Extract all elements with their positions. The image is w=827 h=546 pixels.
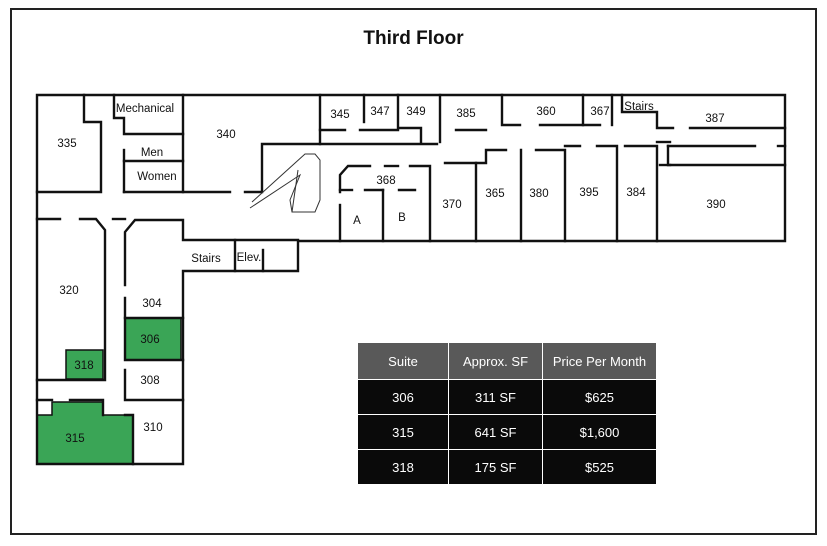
room-label: 345 xyxy=(330,109,349,121)
room-label: Women xyxy=(137,171,176,183)
table-cell: $525 xyxy=(542,449,657,485)
suite-315-highlight[interactable] xyxy=(36,401,134,465)
room-label: B xyxy=(398,212,406,224)
room-label: Elev. xyxy=(237,252,262,264)
room-label: 340 xyxy=(216,129,235,141)
column-header-price: Price Per Month xyxy=(542,342,657,380)
room-label: 390 xyxy=(706,199,725,211)
column-header-suite: Suite xyxy=(357,342,449,380)
table-cell: 318 xyxy=(357,449,449,485)
room-label: 368 xyxy=(376,175,395,187)
stair-ramp xyxy=(249,153,321,213)
room-label: Stairs xyxy=(624,101,654,113)
room-label: Stairs xyxy=(191,253,221,265)
room-label: 304 xyxy=(142,298,162,310)
table-row: 318 175 SF $525 xyxy=(357,449,657,485)
room-label: 360 xyxy=(536,106,555,118)
table-cell: 641 SF xyxy=(448,414,543,450)
table-row: 306 311 SF $625 xyxy=(357,379,657,415)
column-header-sf: Approx. SF xyxy=(448,342,543,380)
room-label: 380 xyxy=(529,188,548,200)
room-label: 395 xyxy=(579,187,598,199)
floor-title: Third Floor xyxy=(363,28,464,49)
room-label: 308 xyxy=(140,375,159,387)
availability-table: Suite Approx. SF Price Per Month 306 311… xyxy=(357,342,657,485)
table-cell: 311 SF xyxy=(448,379,543,415)
suite-318-highlight[interactable] xyxy=(65,349,104,380)
room-label: 384 xyxy=(626,187,646,199)
table-row: 315 641 SF $1,600 xyxy=(357,414,657,450)
room-labels: 335 320 318 315 310 308 306 304 Mechanic… xyxy=(57,101,725,445)
room-label: 320 xyxy=(59,285,78,297)
room-label: 365 xyxy=(485,188,504,200)
table-header-row: Suite Approx. SF Price Per Month xyxy=(357,342,657,380)
room-label: Men xyxy=(141,147,163,159)
suite-306-highlight[interactable] xyxy=(124,317,182,361)
interior-walls xyxy=(35,93,787,466)
room-label: A xyxy=(353,215,361,227)
page-frame xyxy=(10,8,817,535)
room-label: 367 xyxy=(590,106,609,118)
room-label: 385 xyxy=(456,108,475,120)
table-cell: $1,600 xyxy=(542,414,657,450)
table-cell: 306 xyxy=(357,379,449,415)
room-label: 335 xyxy=(57,138,76,150)
room-label: 315 xyxy=(65,433,84,445)
room-label: 318 xyxy=(74,360,93,372)
room-label: 370 xyxy=(442,199,461,211)
table-cell: $625 xyxy=(542,379,657,415)
room-label: 387 xyxy=(705,113,724,125)
outer-walls xyxy=(35,93,787,466)
table-cell: 175 SF xyxy=(448,449,543,485)
room-label: 306 xyxy=(140,334,159,346)
room-label: 310 xyxy=(143,422,162,434)
room-label: 347 xyxy=(370,106,389,118)
room-label: 349 xyxy=(406,106,425,118)
table-cell: 315 xyxy=(357,414,449,450)
room-label: Mechanical xyxy=(116,103,174,115)
